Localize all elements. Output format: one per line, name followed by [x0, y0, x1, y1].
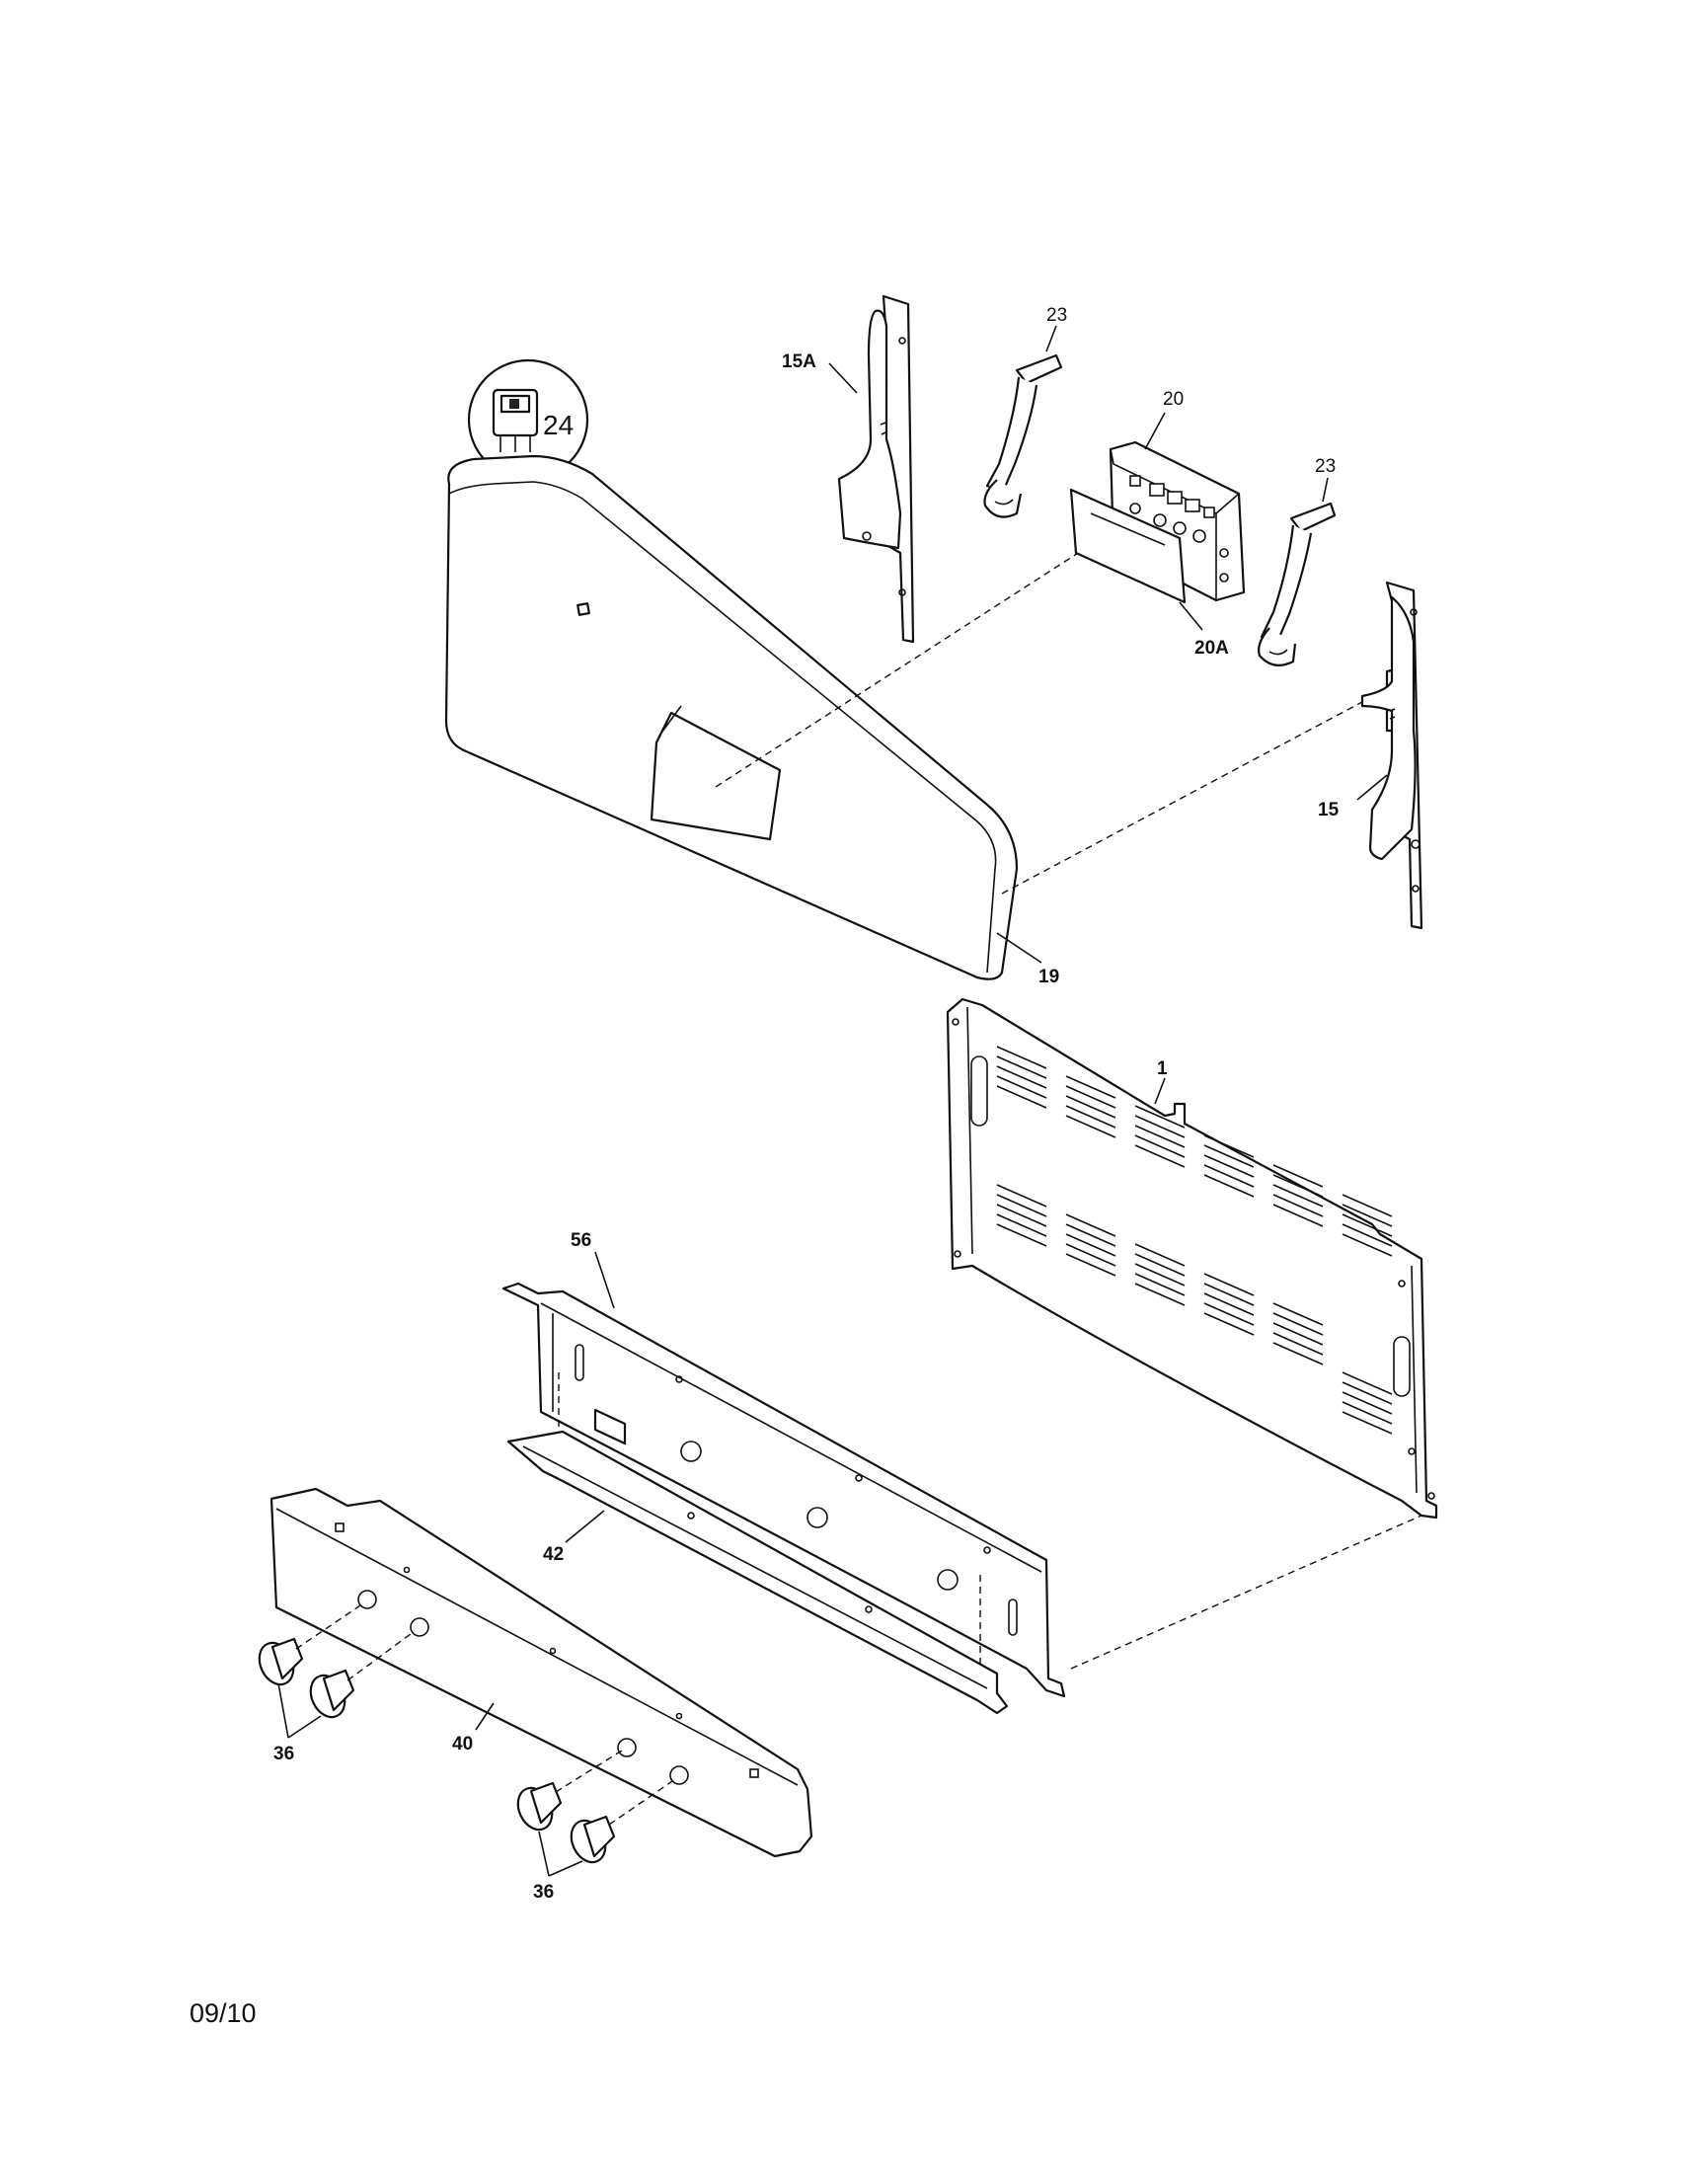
part-56-manifold-panel [501, 1251, 1422, 1698]
part-20a-overlay [1069, 488, 1203, 631]
part-15a-end-cap-left [828, 294, 915, 644]
vent-slats-upper [996, 1046, 1393, 1257]
part-19-backguard-panel [444, 454, 1393, 980]
part-23-wire-bracket-lower [1258, 477, 1337, 666]
vent-slats-lower [996, 1184, 1393, 1435]
callout-36-lower: 36 [533, 1882, 554, 1903]
part-42-shield-strip [506, 1430, 1009, 1715]
callout-56: 56 [571, 1230, 591, 1251]
callout-24: 24 [543, 410, 574, 440]
date-code: 09/10 [190, 1998, 257, 2028]
callout-23-lower: 23 [1315, 456, 1336, 477]
part-1-rear-vent-panel [946, 997, 1438, 1520]
callout-23-upper: 23 [1046, 305, 1067, 326]
callout-19: 19 [1038, 967, 1059, 987]
part-40-knob-panel [269, 1487, 813, 1858]
callout-15: 15 [1318, 800, 1340, 820]
callout-40: 40 [452, 1734, 473, 1755]
callout-20: 20 [1163, 389, 1184, 410]
part-23-wire-bracket-upper [983, 325, 1063, 518]
callout-1: 1 [1157, 1058, 1168, 1079]
callout-20a: 20A [1194, 638, 1229, 659]
callout-36-upper: 36 [273, 1744, 294, 1764]
part-36-knobs-upper [258, 1602, 416, 1739]
part-15-end-cap-right [1356, 581, 1423, 930]
callout-42: 42 [543, 1544, 564, 1565]
part-36-knobs-lower [516, 1750, 676, 1877]
callout-15a: 15A [782, 351, 816, 372]
